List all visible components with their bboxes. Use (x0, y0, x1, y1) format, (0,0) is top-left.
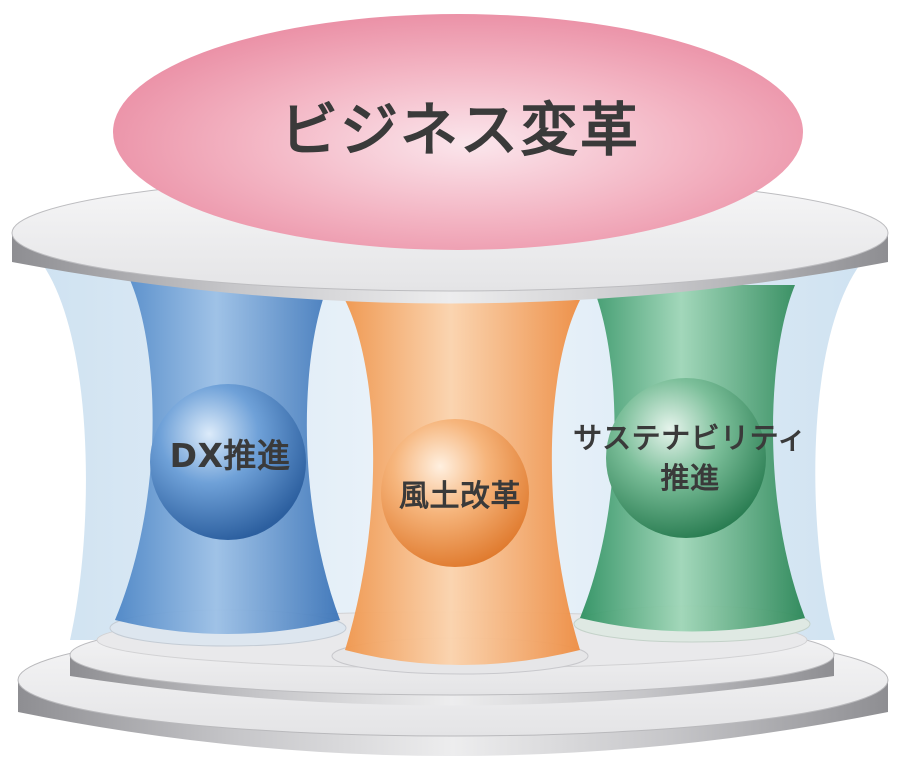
roof-ellipse (113, 14, 803, 250)
pillar-label-sustainability-line2: 推進 (660, 461, 720, 495)
diagram-title: ビジネス変革 (279, 96, 640, 164)
pillar-label-sustainability-line1: サステナビリティ (573, 421, 807, 455)
pillar-label-dx: DX推進 (169, 436, 291, 475)
blue-sphere (150, 384, 306, 540)
orange-sphere (381, 419, 529, 567)
pillar-label-sustainability: サステナビリティ 推進 (560, 418, 820, 498)
pillar-label-culture-reform: 風土改革 (399, 479, 521, 514)
green-sphere (606, 378, 766, 538)
